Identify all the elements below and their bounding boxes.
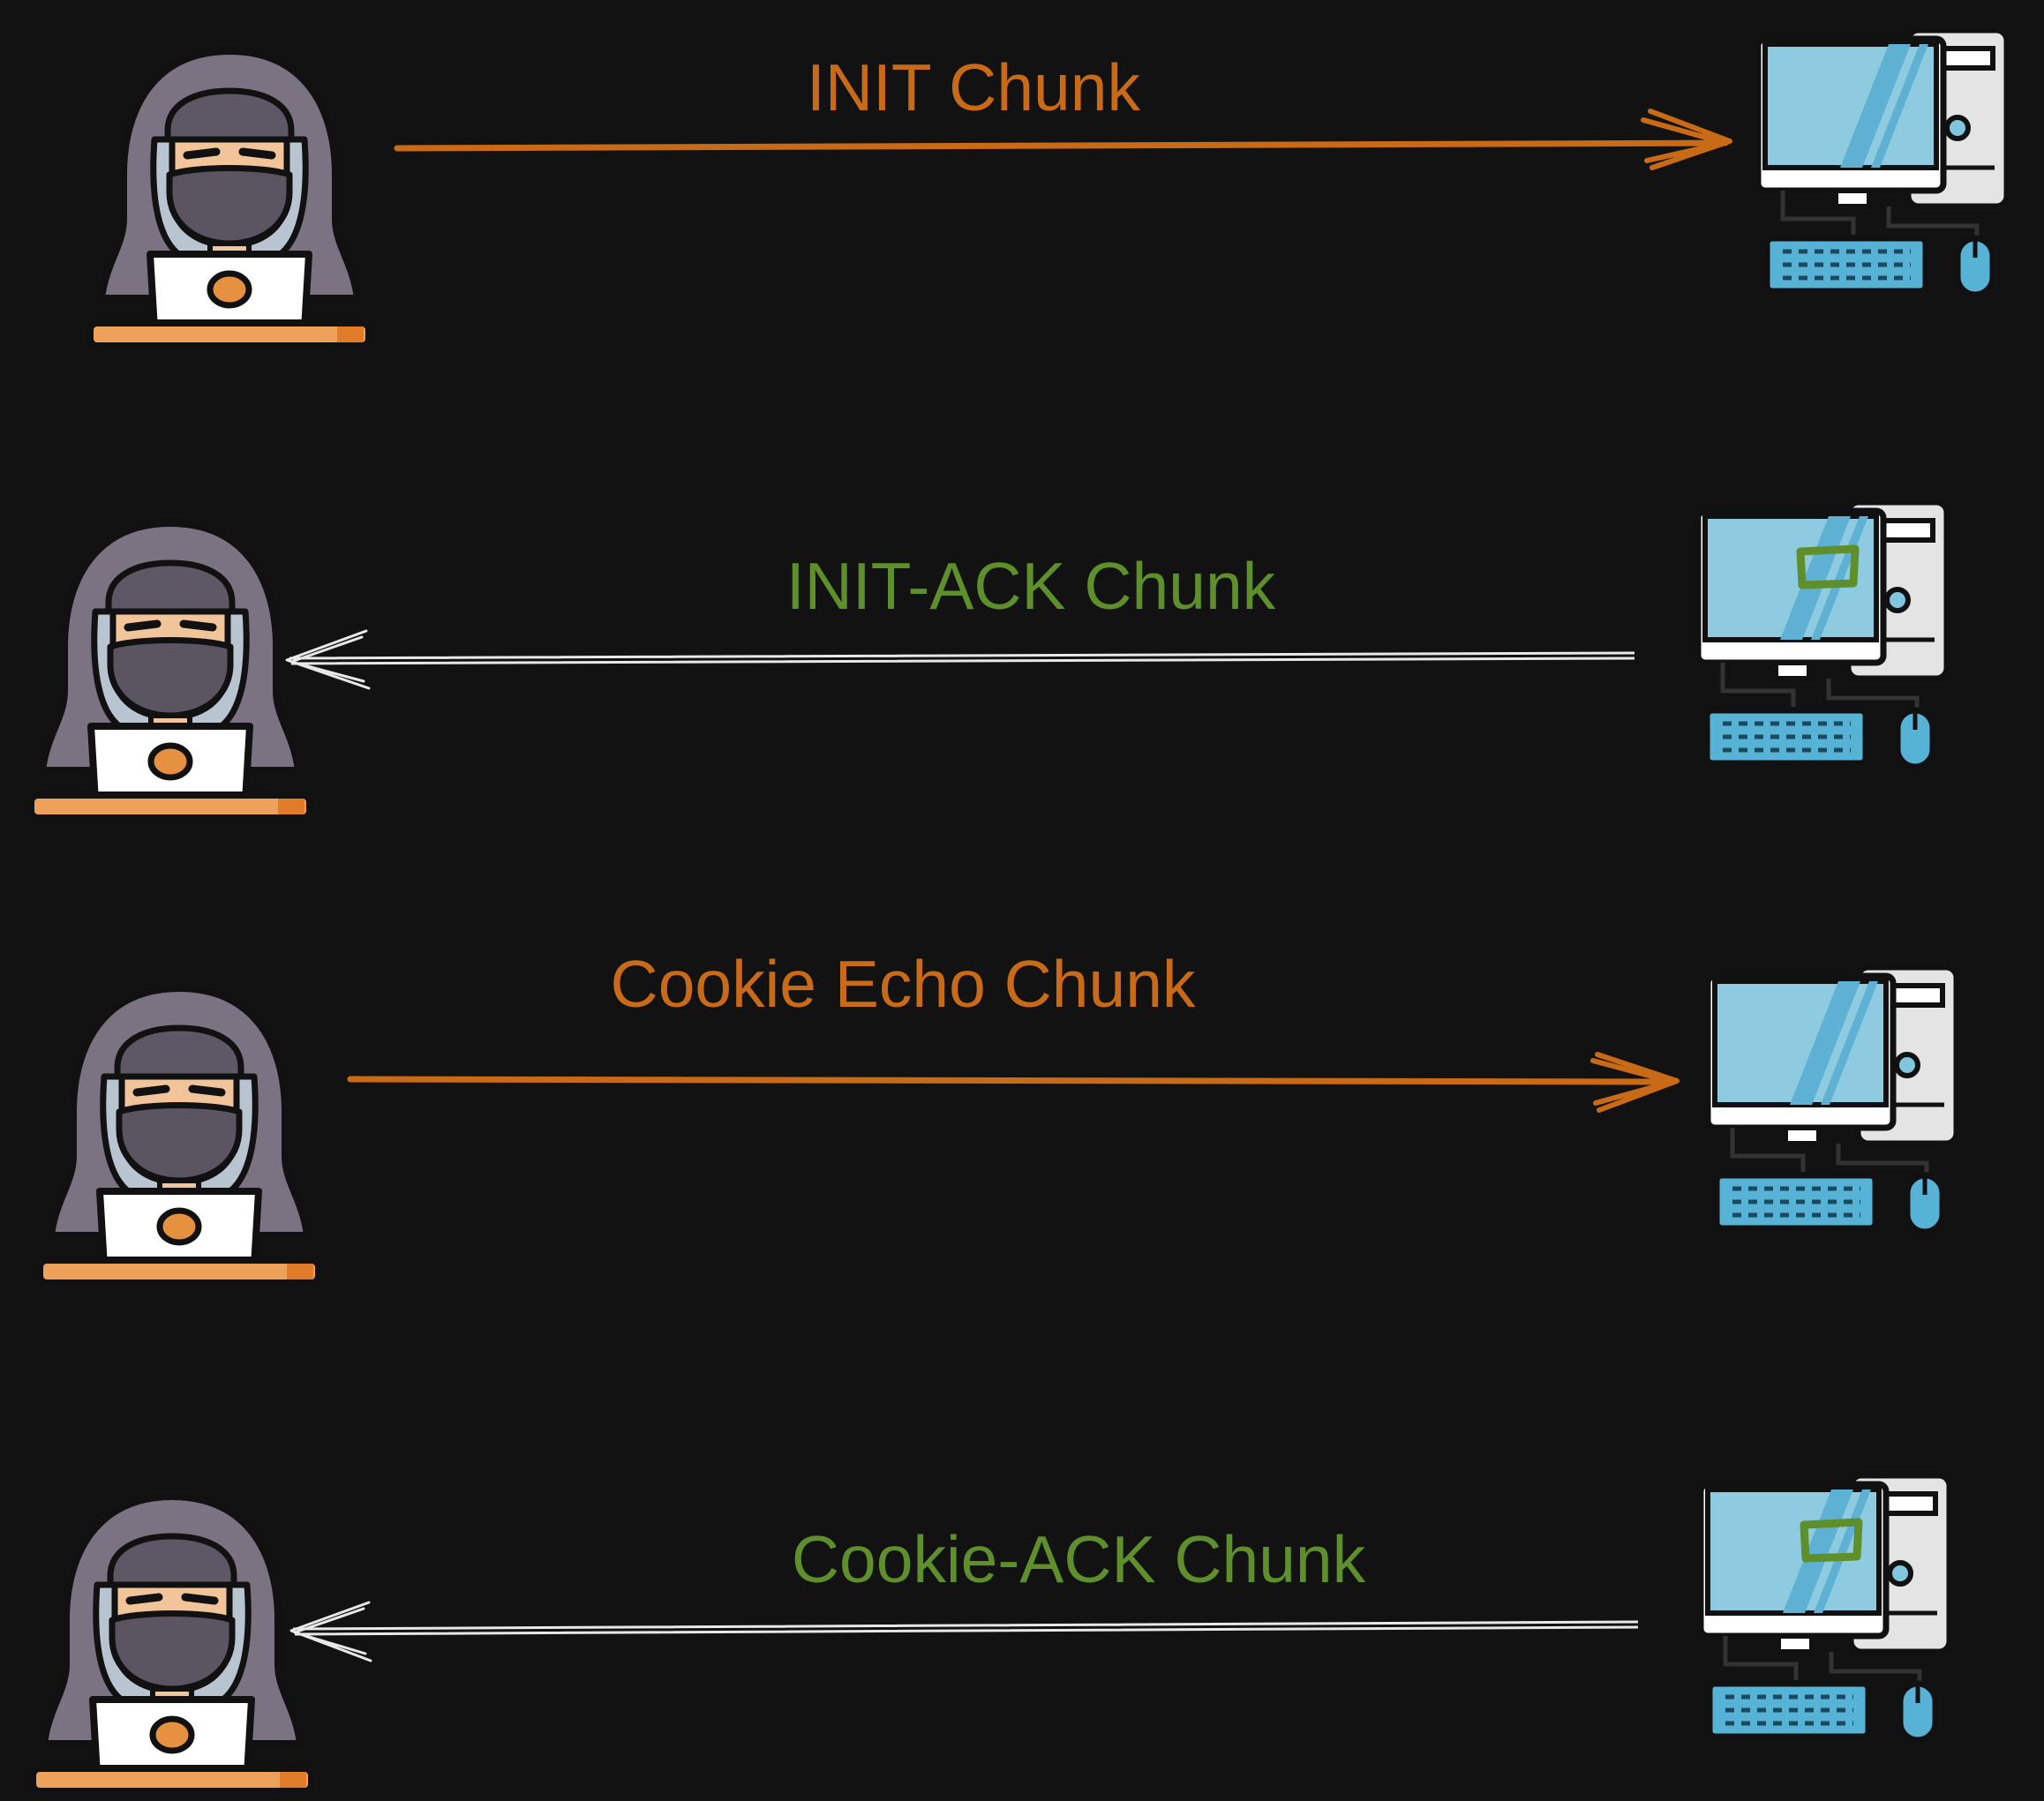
arrowhead-icon	[1641, 109, 1732, 170]
arrowhead-icon	[285, 629, 371, 690]
step-label: Cookie Echo Chunk	[611, 947, 1196, 1021]
step-label: INIT Chunk	[807, 50, 1140, 124]
desktop-computer-icon	[1708, 967, 1957, 1232]
step-label: INIT-ACK Chunk	[786, 549, 1276, 623]
step-init-ack: INIT-ACK Chunk	[31, 502, 1947, 818]
hacker-icon	[90, 51, 369, 346]
desktop-computer-icon	[1758, 30, 2007, 295]
hacker-icon	[40, 988, 319, 1283]
arrowhead-icon	[1590, 1052, 1680, 1113]
hacker-icon	[33, 1497, 312, 1791]
request-arrow	[347, 1076, 1676, 1085]
step-init: INIT Chunk	[90, 30, 2007, 346]
arrowhead-icon	[289, 1601, 372, 1662]
response-arrow	[292, 1620, 1639, 1636]
request-arrow	[394, 139, 1729, 152]
desktop-computer-icon	[1698, 502, 1947, 767]
step-label: Cookie-ACK Chunk	[792, 1522, 1366, 1596]
step-cookie-ack: Cookie-ACK Chunk	[33, 1475, 1950, 1791]
step-cookie-echo: Cookie Echo Chunk	[40, 947, 1957, 1283]
desktop-computer-icon	[1701, 1475, 1950, 1740]
response-arrow	[289, 651, 1635, 665]
hacker-icon	[31, 523, 310, 818]
